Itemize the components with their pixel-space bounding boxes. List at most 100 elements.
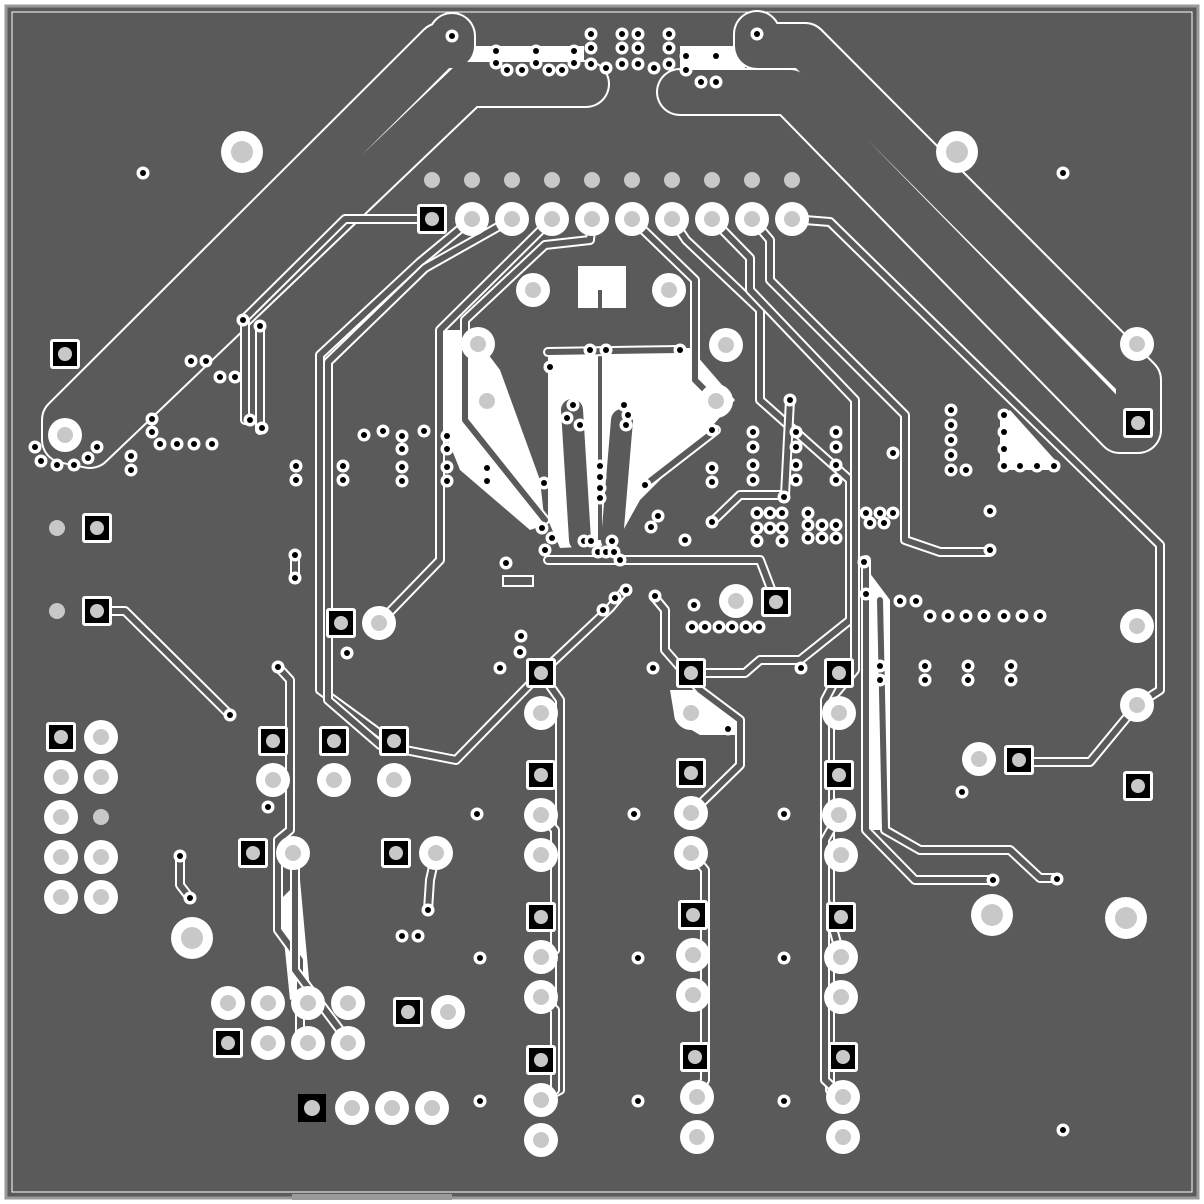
- via-hole: [559, 67, 565, 73]
- pad-hole: [1131, 416, 1145, 430]
- pad-hole: [265, 772, 281, 788]
- via-hole: [612, 595, 618, 601]
- via-hole: [188, 358, 194, 364]
- trace: [275, 664, 311, 1046]
- via-hole: [867, 520, 873, 526]
- via-hole: [1037, 613, 1043, 619]
- unplated-hole: [49, 520, 65, 536]
- pad-hole: [326, 772, 342, 788]
- pad-hole: [835, 1129, 851, 1145]
- via-hole: [863, 591, 869, 597]
- pad-hole: [54, 730, 68, 744]
- via-hole: [128, 467, 134, 473]
- via-hole: [611, 549, 617, 555]
- via-hole: [793, 429, 799, 435]
- pad-hole: [744, 211, 760, 227]
- via-hole: [493, 48, 499, 54]
- pad-hole: [340, 1035, 356, 1051]
- pad-hole: [387, 734, 401, 748]
- via-hole: [265, 804, 271, 810]
- pad-hole: [1129, 336, 1145, 352]
- via-hole: [549, 535, 555, 541]
- via-hole: [890, 510, 896, 516]
- via-hole: [547, 364, 553, 370]
- unplated-hole: [704, 172, 720, 188]
- trace: [789, 216, 1163, 708]
- via-hole: [709, 519, 715, 525]
- pad-hole: [285, 845, 301, 861]
- via-hole: [623, 587, 629, 593]
- via-hole: [588, 31, 594, 37]
- via-hole: [767, 510, 773, 516]
- via-hole: [539, 525, 545, 531]
- via-hole: [698, 79, 704, 85]
- trace: [545, 347, 683, 355]
- pad-hole: [1012, 753, 1026, 767]
- via-hole: [743, 624, 749, 630]
- unplated-hole: [544, 172, 560, 188]
- via-hole: [981, 613, 987, 619]
- via-hole: [444, 446, 450, 452]
- via-hole: [546, 67, 552, 73]
- pad-hole: [533, 807, 549, 823]
- via-hole: [1051, 463, 1057, 469]
- via-hole: [927, 613, 933, 619]
- via-hole: [631, 811, 637, 817]
- via-hole: [779, 525, 785, 531]
- pad-hole: [836, 1050, 850, 1064]
- pad-hole: [534, 910, 548, 924]
- via-hole: [399, 446, 405, 452]
- pad-hole: [832, 768, 846, 782]
- via-hole: [340, 463, 346, 469]
- via-hole: [597, 474, 603, 480]
- via-hole: [833, 522, 839, 528]
- via-hole: [149, 416, 155, 422]
- via-hole: [484, 478, 490, 484]
- trace: [863, 557, 996, 883]
- via-hole: [1008, 663, 1014, 669]
- via-hole: [709, 427, 715, 433]
- via-hole: [588, 61, 594, 67]
- via-hole: [750, 444, 756, 450]
- trace: [242, 216, 435, 423]
- via-hole: [819, 535, 825, 541]
- via-hole: [642, 482, 648, 488]
- pad-hole: [584, 211, 600, 227]
- via-hole: [798, 665, 804, 671]
- pad-hole: [784, 211, 800, 227]
- via-hole: [275, 664, 281, 670]
- pad-hole: [1129, 697, 1145, 713]
- via-hole: [503, 560, 509, 566]
- via-hole: [71, 462, 77, 468]
- pad-hole: [708, 393, 724, 409]
- via-hole: [1060, 170, 1066, 176]
- trace: [1016, 702, 1140, 765]
- pad-hole: [304, 1100, 320, 1116]
- via-hole: [1054, 876, 1060, 882]
- via-hole: [542, 547, 548, 553]
- pad-hole: [231, 141, 253, 163]
- pad-hole: [440, 1004, 456, 1020]
- via-hole: [863, 510, 869, 516]
- pad-hole: [300, 995, 316, 1011]
- pad-hole: [534, 666, 548, 680]
- trace: [545, 557, 779, 605]
- pad-hole: [90, 521, 104, 535]
- via-hole: [793, 444, 799, 450]
- via-hole: [619, 61, 625, 67]
- via-hole: [444, 478, 450, 484]
- via-hole: [38, 458, 44, 464]
- trace: [652, 595, 743, 816]
- via-hole: [533, 48, 539, 54]
- via-hole: [990, 877, 996, 883]
- via-hole: [756, 624, 762, 630]
- via-hole: [518, 633, 524, 639]
- pad-hole: [246, 846, 260, 860]
- via-hole: [619, 45, 625, 51]
- via-hole: [945, 613, 951, 619]
- pad-hole: [689, 1129, 705, 1145]
- pad-hole: [425, 212, 439, 226]
- via-hole: [754, 510, 760, 516]
- pad-hole: [1115, 907, 1137, 929]
- pad-hole: [685, 987, 701, 1003]
